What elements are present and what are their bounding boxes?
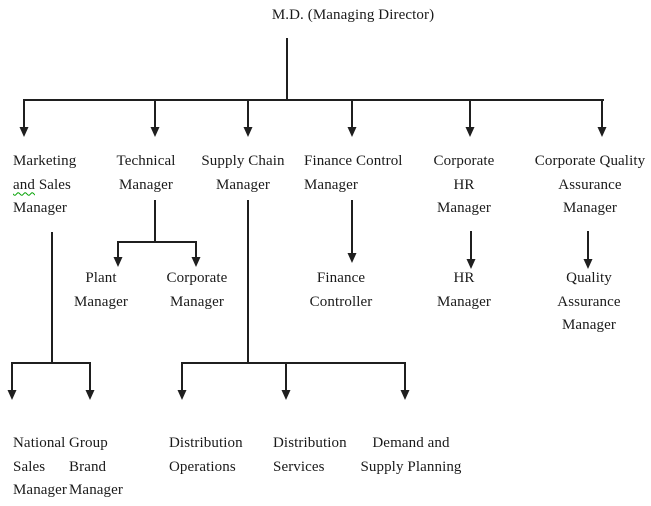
node-label-line: Manager bbox=[118, 176, 173, 193]
node-corporate-manager: Corporate Manager bbox=[137, 267, 257, 314]
node-label-line: Quality bbox=[566, 270, 612, 286]
node-label-line: Manager bbox=[304, 176, 359, 193]
arrow-head bbox=[150, 127, 160, 137]
node-label-line: Distribution bbox=[169, 435, 243, 451]
edge-marketing-to-children bbox=[7, 232, 95, 400]
node-finance-control-manager: Finance Control Manager bbox=[304, 150, 403, 197]
edge-technical-to-children bbox=[113, 200, 201, 267]
node-label-line: Technical bbox=[116, 153, 176, 169]
node-label-line: Corporate bbox=[166, 270, 228, 286]
arrow-head bbox=[347, 253, 357, 263]
node-label-line: HR bbox=[453, 176, 475, 193]
node-technical-manager: Technical Manager bbox=[86, 150, 206, 197]
node-label-line: Supply Planning bbox=[360, 458, 462, 475]
node-label-line: Manager bbox=[13, 200, 68, 216]
node-label-line: Plant bbox=[85, 270, 117, 286]
arrow-head bbox=[583, 259, 593, 269]
node-label-line: Distribution bbox=[273, 435, 347, 451]
node-label-line: Services bbox=[273, 458, 325, 475]
node-label-line: Manager bbox=[436, 293, 491, 310]
arrow-head bbox=[465, 127, 475, 137]
node-supply-chain-manager: Supply Chain Manager bbox=[183, 150, 303, 197]
edge-qa-to-manager bbox=[583, 231, 593, 269]
node-label-line: Supply Chain bbox=[201, 153, 285, 169]
node-label-line: Manager bbox=[73, 293, 128, 310]
arrow-head bbox=[400, 390, 410, 400]
node-label-line: Sales bbox=[13, 458, 46, 475]
node-label-line: Brand bbox=[69, 458, 107, 475]
arrow-head bbox=[597, 127, 607, 137]
edge-md-to-level1 bbox=[19, 38, 607, 137]
node-label-line: Corporate Quality bbox=[534, 153, 646, 169]
node-label-line: Demand and bbox=[372, 435, 450, 451]
arrow-head bbox=[177, 390, 187, 400]
node-group-brand-manager: Group Brand Manager bbox=[69, 432, 123, 503]
arrow-head bbox=[19, 127, 29, 137]
node-label-line: Finance Control bbox=[304, 153, 403, 169]
node-corporate-quality-assurance-manager: Corporate Quality Assurance Manager bbox=[530, 150, 650, 221]
node-label-line: M.D. (Managing Director) bbox=[271, 7, 435, 23]
node-label-line: Manager bbox=[169, 293, 224, 310]
grammar-squiggle-word: and bbox=[13, 176, 35, 193]
node-label-line: Manager bbox=[436, 200, 491, 216]
arrow-head bbox=[7, 390, 17, 400]
node-distribution-operations: Distribution Operations bbox=[169, 432, 243, 479]
node-label-line: Manager bbox=[13, 482, 68, 498]
arrow-head bbox=[113, 257, 123, 267]
arrow-head bbox=[191, 257, 201, 267]
node-national-sales-manager: National Sales Manager bbox=[13, 432, 67, 503]
edge-finance-to-controller bbox=[347, 200, 357, 263]
node-finance-controller: Finance Controller bbox=[281, 267, 401, 314]
arrow-head bbox=[466, 259, 476, 269]
arrow-head bbox=[85, 390, 95, 400]
node-label-line: Group bbox=[69, 435, 108, 451]
arrow-head bbox=[347, 127, 357, 137]
node-label-line: Assurance bbox=[557, 293, 621, 310]
node-plant-manager: Plant Manager bbox=[41, 267, 161, 314]
node-label-line: and Sales bbox=[13, 174, 76, 198]
node-label-line: Operations bbox=[169, 458, 236, 475]
node-label-line: Manager bbox=[215, 176, 270, 193]
node-corporate-hr-manager: Corporate HR Manager bbox=[404, 150, 524, 221]
node-label-line: Assurance bbox=[558, 176, 622, 193]
node-label-line: Marketing bbox=[13, 153, 77, 169]
node-label-line: Controller bbox=[309, 293, 373, 310]
node-label-line: Manager bbox=[69, 482, 124, 498]
arrow-head bbox=[243, 127, 253, 137]
node-hr-manager: HR Manager bbox=[404, 267, 524, 314]
edge-supply-to-children bbox=[177, 200, 410, 400]
node-distribution-services: Distribution Services bbox=[273, 432, 347, 479]
node-label-line: Manager bbox=[561, 317, 616, 333]
node-demand-and-supply-planning: Demand and Supply Planning bbox=[351, 432, 471, 479]
node-label-line: Corporate bbox=[433, 153, 495, 169]
node-managing-director: M.D. (Managing Director) bbox=[253, 4, 453, 28]
node-label-line: Finance bbox=[316, 270, 366, 286]
node-label-text: Sales bbox=[34, 176, 71, 193]
node-marketing-and-sales-manager: Marketing and Sales Manager bbox=[13, 150, 76, 221]
edge-hr-to-manager bbox=[466, 231, 476, 269]
node-quality-assurance-manager: Quality Assurance Manager bbox=[529, 267, 649, 338]
arrow-head bbox=[281, 390, 291, 400]
node-label-line: National bbox=[13, 435, 66, 451]
node-label-line: Manager bbox=[562, 200, 617, 216]
node-label-line: HR bbox=[453, 270, 475, 286]
